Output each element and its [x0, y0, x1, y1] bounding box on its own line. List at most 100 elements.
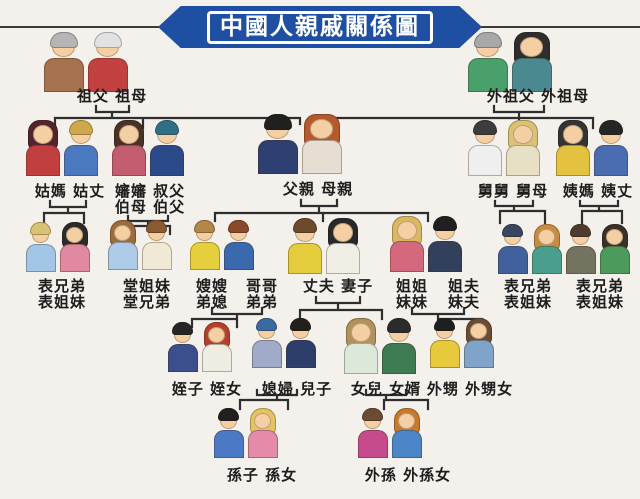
figure-torso [468, 58, 508, 92]
figure-sunnv [248, 408, 278, 458]
figure-hair [68, 120, 93, 135]
label-gege: 哥哥 弟弟 [246, 278, 278, 310]
label-guma: 姑媽 姑丈 [34, 182, 106, 200]
label-biao3-line2: 表姐妹 [575, 293, 625, 311]
figure-hair [434, 318, 456, 331]
figure-hair [290, 318, 312, 331]
figure-yima [556, 120, 590, 176]
label-jiujiu: 舅舅 舅母 [477, 182, 549, 200]
figure-jiefu [428, 216, 462, 272]
figure-torso [142, 242, 172, 270]
title-banner: 中國人親戚關係圖 [158, 6, 482, 48]
figure-hair [292, 218, 317, 233]
label-fumu: 父親 母親 [282, 180, 354, 198]
figure-hair [432, 216, 457, 231]
figure-torso [224, 242, 254, 270]
figure-face [332, 223, 353, 242]
figure-face [520, 37, 544, 58]
figure-hair [93, 32, 122, 48]
illustration-jiujiu-jiumu [468, 120, 540, 176]
figure-biao1-boy [26, 222, 56, 272]
figure-hair [194, 220, 216, 233]
figure-sunzi [214, 408, 244, 458]
label-jiefu-line1: 姐夫 [447, 277, 481, 295]
figure-torso [594, 144, 628, 176]
illustration-fuqin-muqin [258, 114, 342, 174]
figure-brother1 [190, 220, 220, 270]
figure-brother2 [224, 220, 254, 270]
figure-face [512, 125, 533, 144]
figure-torso [88, 58, 128, 92]
illustration-sisters-couple [390, 216, 462, 272]
figure-hair [218, 408, 240, 421]
figure-hair [49, 32, 78, 48]
label-waisheng: 外甥 外甥女 [426, 380, 514, 398]
figure-waisun [358, 408, 388, 458]
label-yima: 姨媽 姨丈 [562, 182, 634, 200]
figure-hair [154, 120, 179, 135]
figure-hair [473, 32, 502, 48]
label-jiemei-line2: 妹妹 [395, 293, 429, 311]
figure-torso [464, 340, 494, 368]
figure-face [254, 412, 272, 429]
figure-torso [498, 246, 528, 274]
figure-face [398, 412, 416, 429]
figure-torso [60, 244, 90, 272]
illustration-tang-cousins [108, 220, 172, 270]
label-biao2-line2: 表姐妹 [503, 293, 553, 311]
illustration-husband-wife [288, 218, 360, 274]
figure-torso [26, 144, 60, 176]
label-biao1-line1: 表兄弟 [37, 277, 87, 295]
figure-biao3-girl [600, 224, 630, 274]
label-nver: 女兒 女婿 [350, 380, 422, 398]
figure-hair [472, 120, 497, 135]
figure-torso [344, 342, 378, 374]
illustration-guma-guzhang [26, 120, 98, 176]
illustration-brothers [190, 220, 254, 270]
figure-torso [108, 242, 138, 270]
figure-hair [570, 224, 592, 237]
figure-torso [556, 144, 590, 176]
figure-nver [344, 318, 378, 374]
figure-torso [302, 140, 342, 174]
label-fuqi: 丈夫 妻子 [302, 277, 374, 295]
figure-zumu [88, 32, 128, 92]
figure-biao2-boy [498, 224, 528, 274]
illustration-shenshen-shufu [112, 120, 184, 176]
figure-jiujiu [468, 120, 502, 176]
figure-torso [150, 144, 184, 176]
figure-waizufu [468, 32, 508, 92]
figure-jiejie [390, 216, 424, 272]
label-tang: 堂姐妹 堂兄弟 [123, 278, 171, 310]
figure-erzi [286, 318, 316, 368]
figure-torso [214, 430, 244, 458]
label-biao2-line1: 表兄弟 [503, 277, 553, 295]
illustration-zufu-zumu [44, 32, 128, 92]
label-jiefu-line2: 妹夫 [447, 293, 481, 311]
label-zufu: 祖父 祖母 [76, 87, 148, 105]
figure-qizi [326, 218, 360, 274]
figure-hair [502, 224, 524, 237]
figure-face [562, 125, 583, 144]
figure-fuqin [258, 114, 298, 174]
figure-guma [26, 120, 60, 176]
figure-guzhang [64, 120, 98, 176]
figure-torso [190, 242, 220, 270]
label-tang-line1: 堂姐妹 [122, 277, 172, 295]
illustration-waisun [358, 408, 422, 458]
figure-torso [64, 144, 98, 176]
illustration-zhizi-zhinv [168, 322, 232, 372]
figure-torso [44, 58, 84, 92]
illustration-yima-yizhang [556, 120, 628, 176]
figure-face [32, 125, 53, 144]
illustration-sunzi-sunnv [214, 408, 278, 458]
figure-waizumu [512, 32, 552, 92]
figure-biao1-girl [60, 222, 90, 272]
label-biao1: 表兄弟 表姐妹 [38, 278, 86, 310]
label-sunzi: 孫子 孫女 [226, 466, 298, 484]
figure-waishengnv [464, 318, 494, 368]
figure-waisunnv [392, 408, 422, 458]
figure-torso [512, 58, 552, 92]
figure-torso [430, 340, 460, 368]
figure-hair [30, 222, 52, 235]
